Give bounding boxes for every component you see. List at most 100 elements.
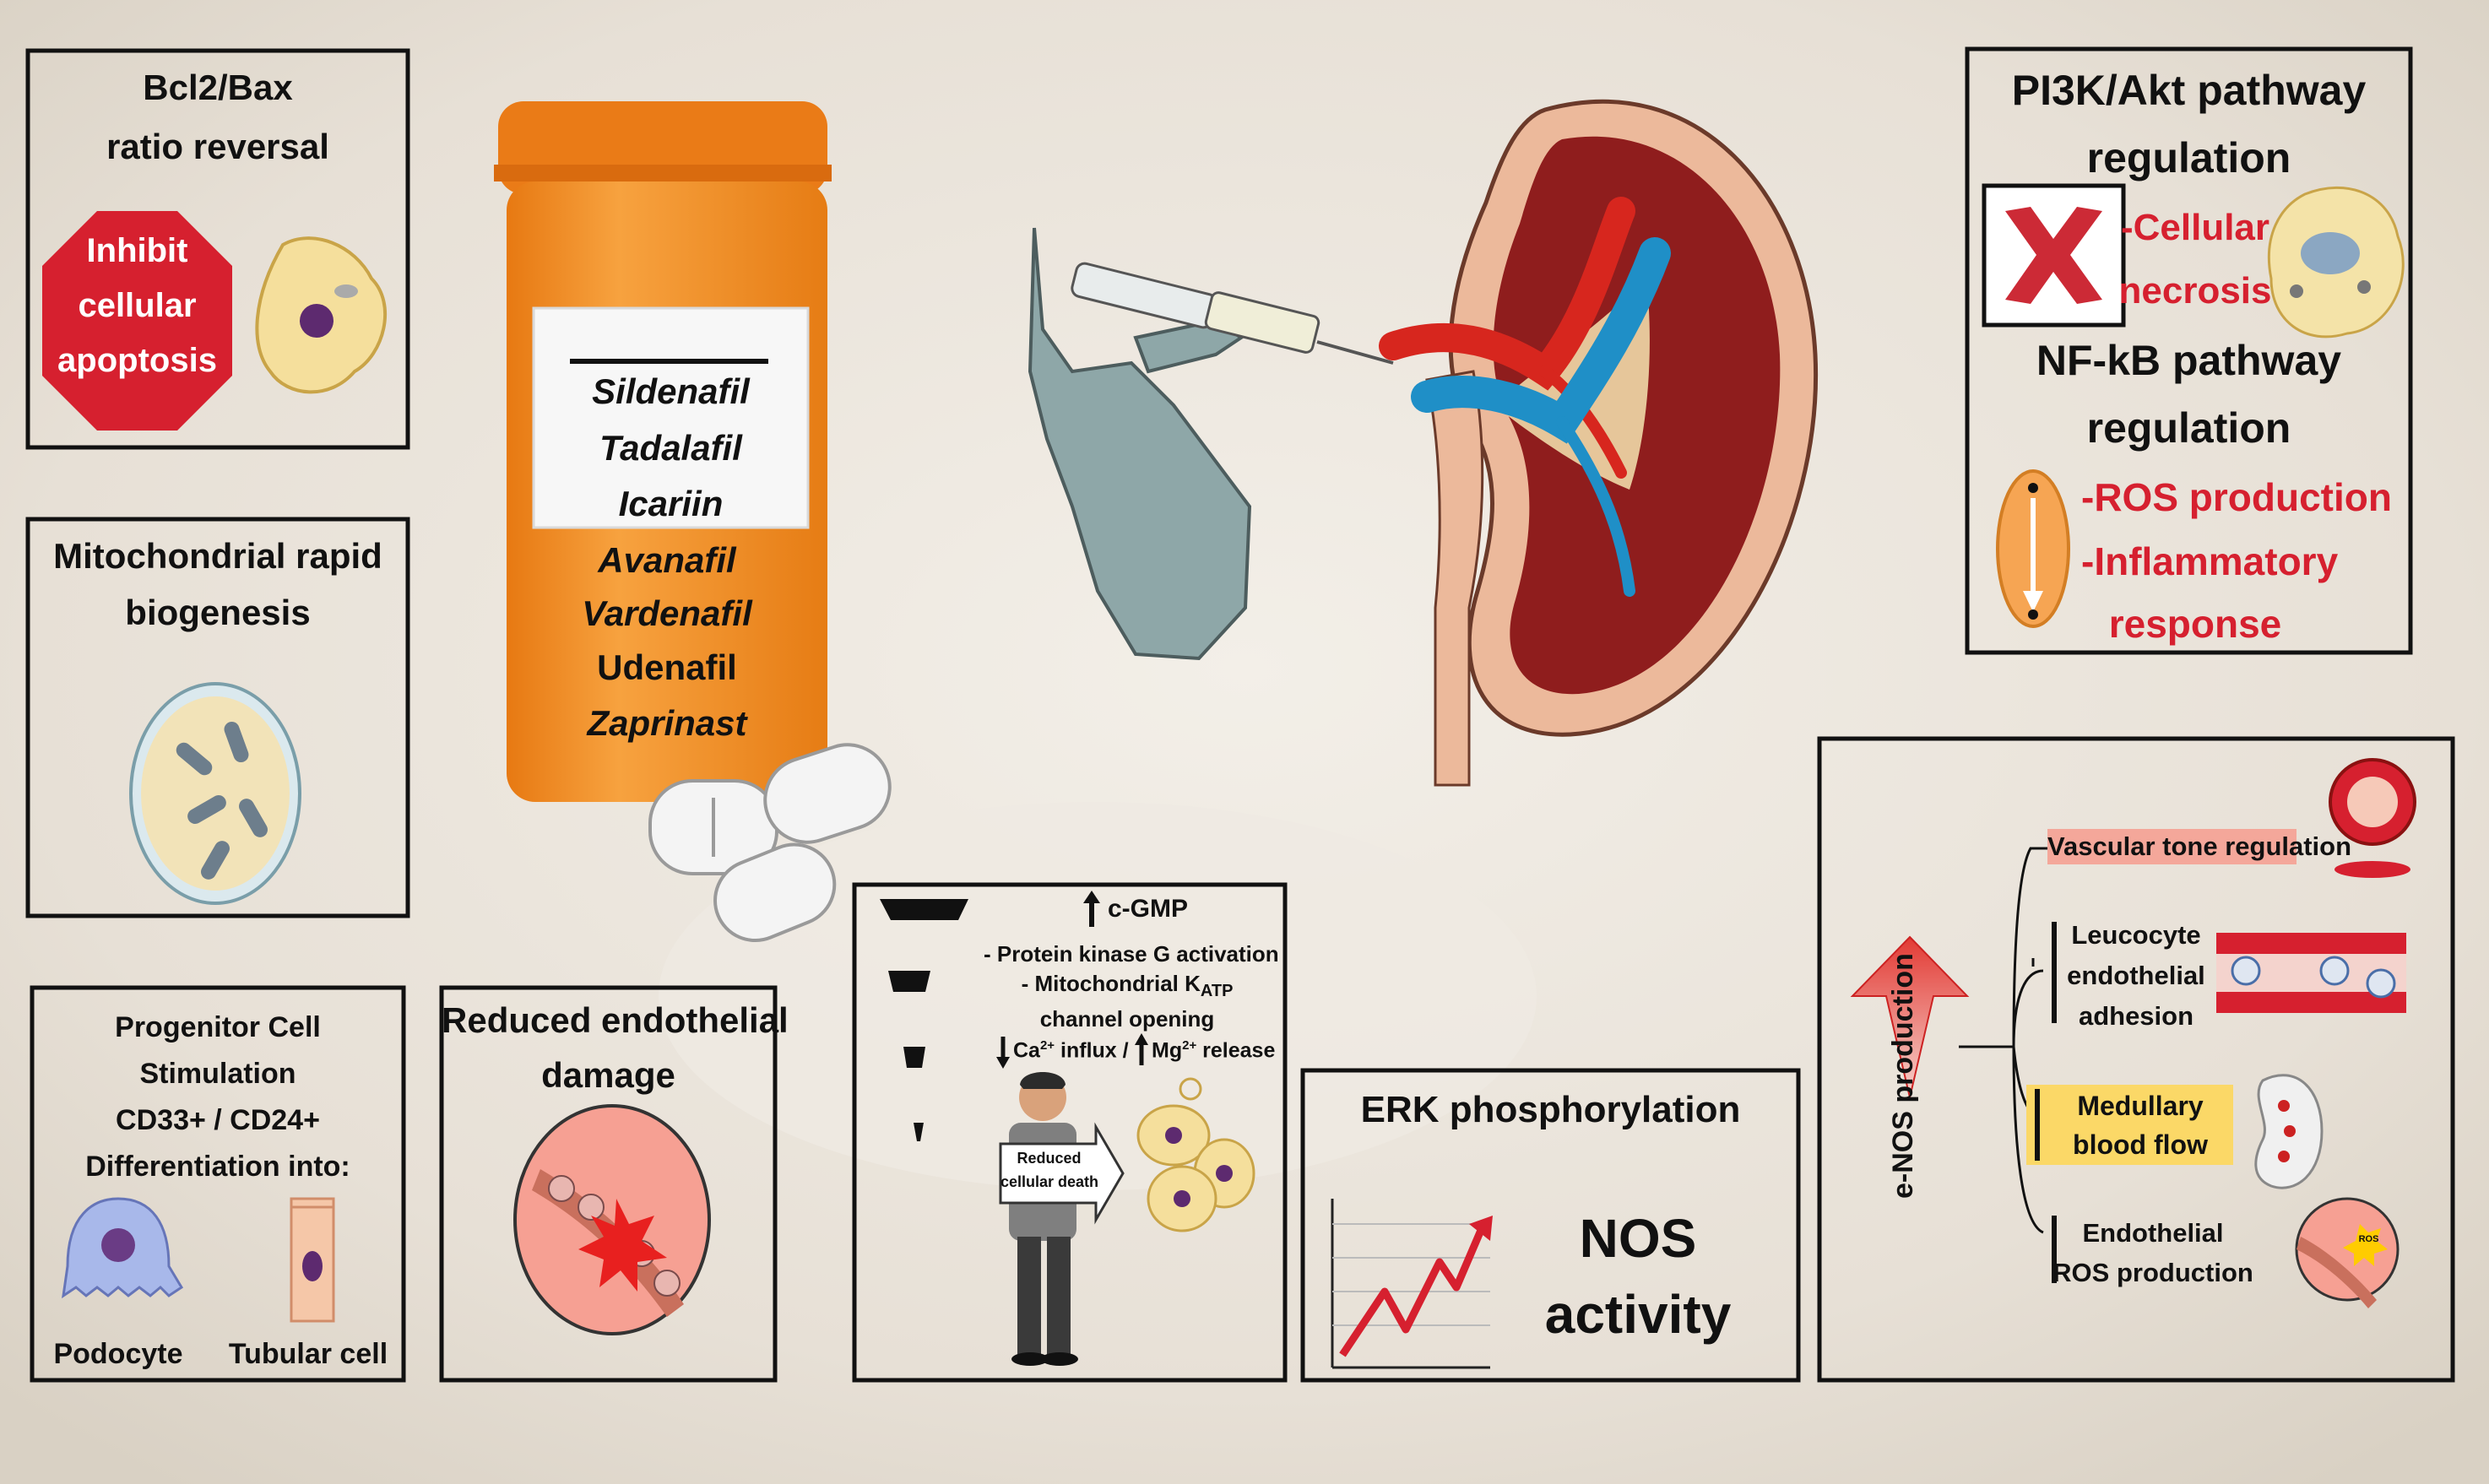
mitochondria-cell-icon	[129, 682, 301, 905]
renal-vein-icon	[1411, 237, 1671, 597]
kidney-icon	[1425, 99, 1819, 787]
drug-icariin: Icariin	[618, 484, 724, 523]
progenitor-line4: Differentiation into:	[85, 1151, 350, 1183]
ca-rest: influx /	[1055, 1038, 1129, 1063]
progenitor-line3: CD33+ / CD24+	[116, 1104, 320, 1136]
necrosis-line2: necrosis	[2118, 270, 2272, 311]
bcl2-title-line1: Bcl2/Bax	[143, 68, 293, 107]
ca-sup: 2+	[1039, 1038, 1055, 1053]
stop-text-line3: apoptosis	[57, 342, 217, 379]
panel-cgmp-border	[852, 882, 1288, 1383]
panel-erk-border	[1300, 1068, 1801, 1383]
bcl2-title-line2: ratio reversal	[106, 127, 329, 166]
background-smudge	[659, 802, 1537, 1190]
leucocyte-adhesion-icon	[2216, 933, 2406, 1013]
leuco-line2: endothelial	[2067, 961, 2205, 990]
katp-prefix: - Mitochondrial K	[1021, 971, 1201, 996]
sign-line1: Reduced	[1017, 1150, 1082, 1167]
panel-mito-border	[25, 517, 410, 918]
pkg-label: - Protein kinase G activation	[984, 941, 1279, 967]
medullary-line2: blood flow	[2073, 1129, 2208, 1160]
arrow-down-ros	[2052, 1216, 2057, 1283]
endothelial-title-line2: damage	[541, 1055, 675, 1095]
mg-label: Mg2+ release	[1152, 1038, 1275, 1063]
tablets-icon	[648, 743, 892, 943]
mg-sup: 2+	[1182, 1038, 1197, 1053]
inflam-line1: -Inflammatory	[2081, 539, 2339, 583]
ros-line: -ROS production	[2081, 475, 2392, 519]
tubular-cell-label: Tubular cell	[228, 1338, 388, 1370]
tubular-cell-icon	[290, 1197, 335, 1323]
arrow-down-leuco	[2052, 922, 2057, 1023]
nos-line2: activity	[1544, 1284, 1732, 1345]
red-x-icon	[1982, 183, 2126, 328]
katp-sub: ATP	[1200, 982, 1234, 1000]
drug-avanafil: Avanafil	[598, 540, 736, 580]
drug-udenafil: Udenafil	[597, 647, 737, 687]
progenitor-line1: Progenitor Cell	[115, 1011, 321, 1043]
vessel-ring-icon	[2329, 758, 2416, 878]
leuco-line1: Leucocyte	[2071, 920, 2201, 950]
ros-badge: ROS	[2358, 1234, 2379, 1244]
drug-sildenafil: Sildenafil	[592, 371, 750, 411]
reduced-death-sign	[999, 1122, 1125, 1225]
down-arrow-icon-ca	[996, 1037, 1010, 1069]
stop-text-line1: Inhibit	[86, 232, 188, 269]
vascular-tone-label: Vascular tone regulation	[2047, 831, 2352, 861]
mito-title-line2: biogenesis	[125, 593, 311, 632]
panel-pi3k-border	[1965, 46, 2413, 655]
damage-burst-icon	[578, 1199, 667, 1292]
ros-item-line2: ROS production	[2052, 1258, 2253, 1287]
medullary-line1: Medullary	[2077, 1091, 2204, 1121]
rising-chart-icon	[1331, 1199, 1493, 1369]
drug-zaprinast: Zaprinast	[587, 703, 747, 743]
damaged-vessel-icon	[513, 1104, 711, 1335]
podocyte-icon	[62, 1197, 184, 1299]
necrosis-line1: -Cellular	[2120, 207, 2270, 248]
renal-artery-icon	[1379, 197, 1635, 479]
big-up-arrow-shape	[1850, 935, 1970, 1098]
nfkb-title-line1: NF-kB pathway	[2036, 337, 2342, 384]
ca-mg-label: Ca2+ influx /	[1013, 1038, 1129, 1063]
mito-title-line1: Mitochondrial rapid	[53, 536, 382, 576]
cgmp-label: c-GMP	[1108, 895, 1189, 923]
vascular-tone-highlight	[2047, 829, 2296, 864]
pi3k-title-line2: regulation	[2086, 134, 2291, 181]
endothelial-ros-icon	[2295, 1197, 2400, 1308]
necrotic-cell-icon	[2267, 186, 2405, 339]
arrow-up-medullary	[2035, 1089, 2040, 1161]
mg-text: Mg	[1152, 1038, 1183, 1063]
down-arrow-icon-nfkb	[1996, 469, 2070, 628]
erk-title: ERK phosphorylation	[1360, 1089, 1741, 1130]
inflam-line2: response	[2108, 602, 2282, 646]
katp-label: - Mitochondrial KATP	[984, 971, 1271, 1001]
ca-text: Ca	[1013, 1038, 1040, 1063]
sign-line2: cellular death	[1000, 1173, 1099, 1190]
apoptotic-cell-icon	[255, 236, 388, 394]
podocyte-label: Podocyte	[53, 1338, 183, 1370]
leuco-line3: adhesion	[2078, 1001, 2194, 1031]
mg-rest: release	[1196, 1038, 1276, 1063]
healthy-cells-icon	[1136, 1077, 1255, 1232]
gloved-hand-syringe-icon	[1028, 227, 1394, 661]
progenitor-line2: Stimulation	[139, 1058, 296, 1090]
kidney-small-icon	[2254, 1074, 2324, 1189]
pill-bottle-icon	[494, 101, 832, 802]
up-arrow-icon-cgmp	[1083, 891, 1100, 927]
drug-vardenafil: Vardenafil	[582, 593, 752, 633]
channel-label: channel opening	[1039, 1006, 1215, 1032]
ros-item-line1: Endothelial	[2082, 1218, 2224, 1248]
stop-sign-shape	[42, 211, 232, 431]
panel-progenitor-border	[30, 985, 406, 1383]
nos-line1: NOS	[1579, 1208, 1697, 1269]
medullary-highlight	[2026, 1085, 2233, 1165]
nfkb-title-line2: regulation	[2086, 404, 2291, 452]
drug-tadalafil: Tadalafil	[599, 428, 742, 468]
funnel-steps-icon	[880, 899, 968, 1141]
pi3k-title-line1: PI3K/Akt pathway	[2011, 67, 2367, 114]
panel-endothelial-border	[439, 985, 778, 1383]
stop-text-line2: cellular	[78, 287, 197, 324]
panel-enos-border	[1817, 736, 2455, 1383]
enos-vertical-label: e-NOS production	[1887, 953, 1919, 1199]
